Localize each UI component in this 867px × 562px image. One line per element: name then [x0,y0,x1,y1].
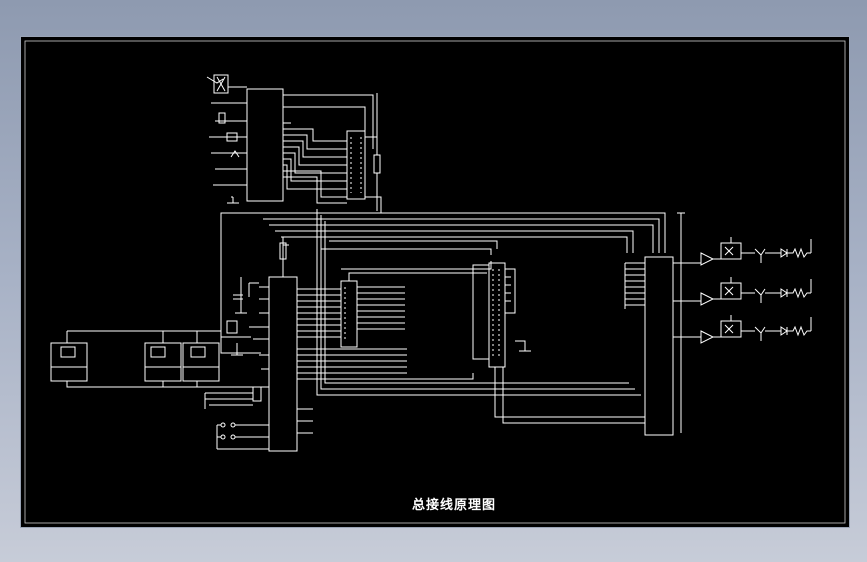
driver-chip [624,256,701,436]
latch-chip [407,262,645,424]
display-modules [50,330,222,388]
inner-frame [24,40,846,524]
memory-chip [340,261,492,348]
output-channel-1 [700,237,812,266]
top-adc-chip [206,74,284,204]
keys-and-connector [201,386,269,450]
top-resistor [373,93,381,211]
schematic-drawing [24,40,846,524]
output-channel-2 [700,277,812,306]
main-bus-lines [257,209,666,396]
drawing-title: 总接线原理图 [411,498,496,513]
top-chip-bus [283,94,374,204]
mcu-chip [249,237,407,452]
output-channel-3 [700,315,812,344]
drawing-sheet: 总接线原理图 [20,36,850,528]
mcu-support-parts [220,213,261,356]
right-rail [677,212,685,433]
